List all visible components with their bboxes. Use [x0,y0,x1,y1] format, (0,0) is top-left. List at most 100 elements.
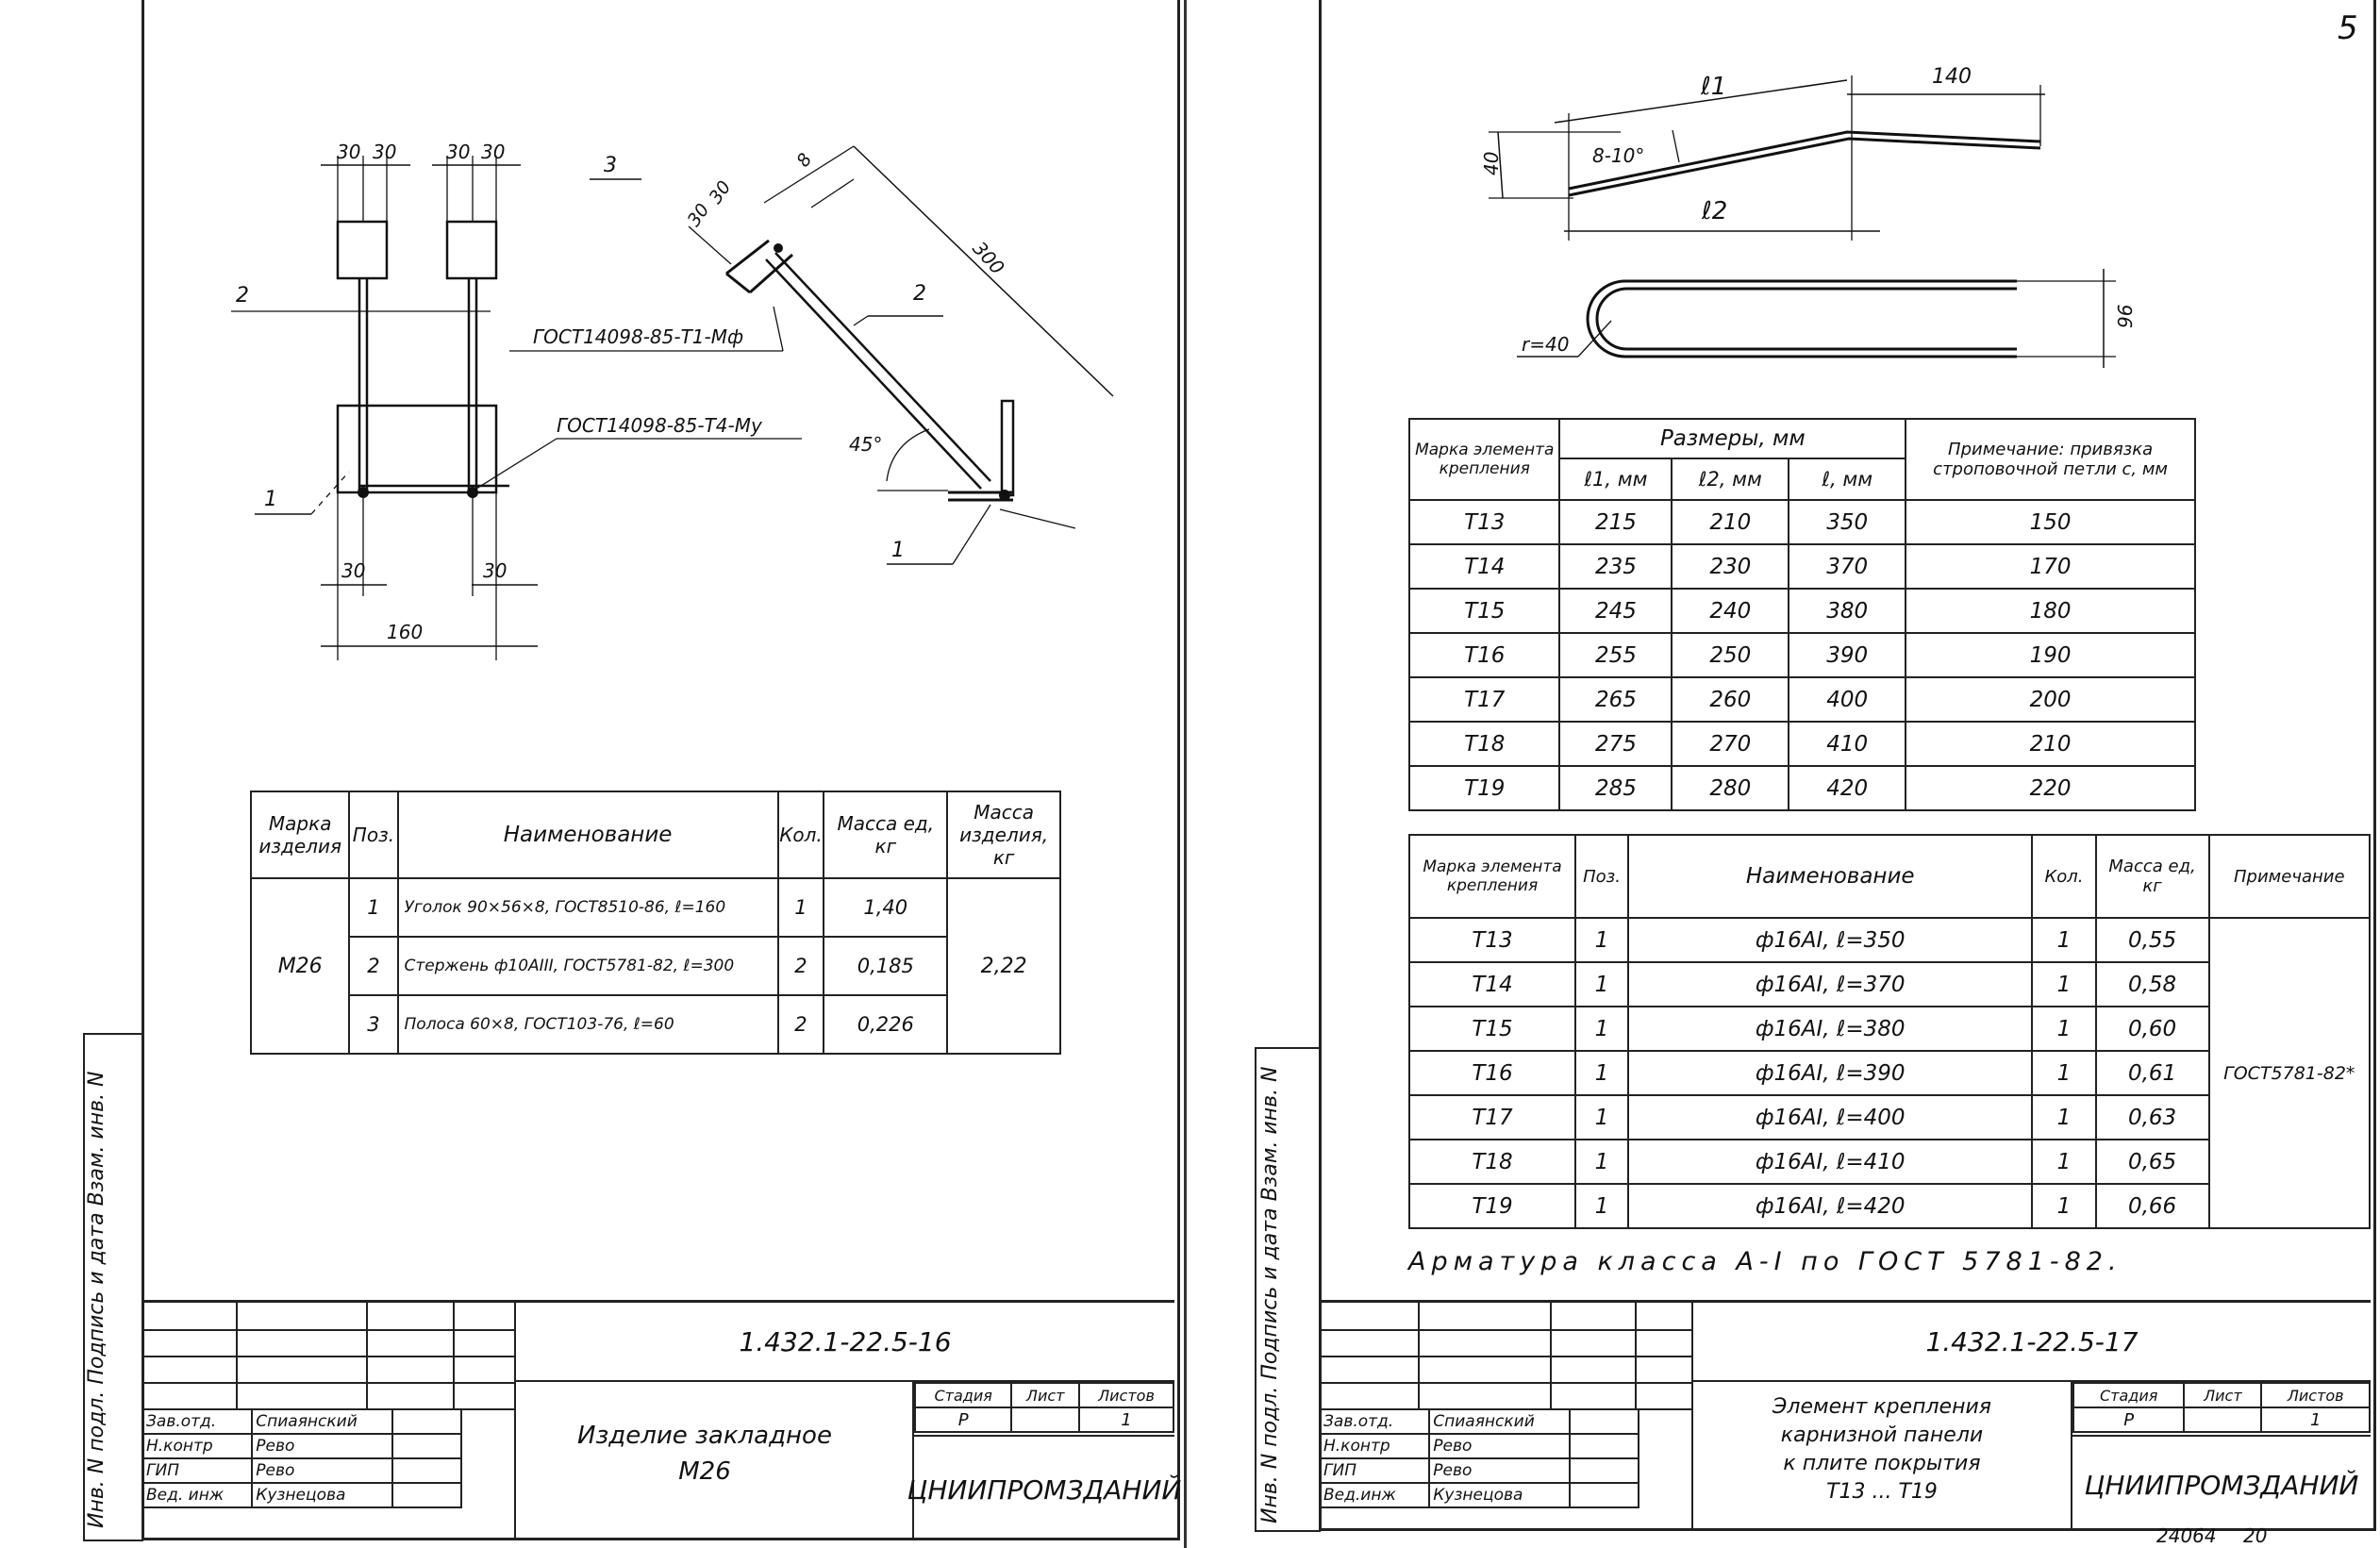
cell-qty: 1 [2031,1006,2097,1052]
item-total-mass: 2,22 [946,877,1061,1055]
cell-mark: Т17 [1407,676,1561,723]
person-role: ГИП [1318,1457,1431,1484]
side-dim-2: 30 [705,177,735,208]
cell-l2: 210 [1671,499,1790,545]
stamp-page: 20 [2243,1524,2268,1547]
cell-name: ф16АI, ℓ=400 [1627,1094,2034,1140]
person-role: Зав.отд. [141,1408,254,1435]
person-role: Вед.инж [1318,1482,1431,1508]
corner-mark: 5 [2338,9,2358,47]
stage-value: Р [2072,1407,2186,1433]
size-table: Марка элемента крепления Размеры, мм При… [1407,418,2196,811]
cell-mass: 0,60 [2094,1006,2210,1052]
cell-mark: Т18 [1407,721,1561,767]
left-title-1: Изделие закладное [577,1422,832,1450]
dim-l2: ℓ2 [1701,197,1727,225]
cell-qty: 1 [2031,1050,2097,1096]
row-name: Стержень ф10АIII, ГОСТ5781-82, ℓ=300 [396,936,779,996]
cell-qty: 1 [2031,1094,2097,1140]
person-name: Рево [1428,1457,1571,1484]
cell-mark: Т13 [1407,917,1577,963]
col-mass: Масса ед, кг [823,791,949,879]
cell-l: 380 [1788,588,1907,634]
cell-c: 210 [1905,721,2196,767]
right-drawing: ℓ1 140 ℓ2 40 8-10° 96 r=40 [1480,65,2137,368]
right-org: ЦНИИПРОМЗДАНИЙ [2072,1435,2371,1533]
left-title-2: М26 [678,1457,731,1486]
side-dim-1: 30 [684,200,714,230]
left-sheet-frame [141,0,1180,1540]
cell-l: 420 [1788,765,1907,811]
pos-label-2: 2 [236,284,249,308]
dim-40: 40 [1480,152,1503,175]
sheet-value [2183,1407,2263,1433]
cell-mark: Т14 [1407,961,1577,1007]
left-side-strip: Инв. N подл. Подпись и дата Взам. инв. N [85,1071,108,1528]
cell-mass: 0,55 [2094,917,2210,963]
cell-c: 200 [1905,676,2196,723]
cell-pos: 1 [1574,1094,1630,1140]
col-qty: Кол. [2031,834,2097,919]
radius-label: r=40 [1522,333,1569,356]
side-dim-3: 8 [792,150,816,172]
pos-label-3: 3 [604,154,617,177]
col-mark: Марка элемента крепления [1407,834,1577,919]
col-mark: Марка изделия [249,791,351,879]
row-name: Уголок 90×56×8, ГОСТ8510-86, ℓ=160 [396,877,779,938]
cell-pos: 1 [1574,1050,1630,1096]
right-title-1: Элемент крепления [1773,1395,1991,1419]
cell-l: 410 [1788,721,1907,767]
pos-label-1: 1 [264,488,277,511]
left-doc-code: 1.432.1-22.5-16 [516,1303,1174,1382]
size-h-sizes: Размеры, мм [1558,418,1907,459]
person-role: Вед. инж [141,1482,254,1508]
left-sheet: Инв. N подл. Подпись и дата Взам. инв. N [0,0,1184,1548]
cell-c: 150 [1905,499,2196,545]
left-org: ЦНИИПРОМЗДАНИЙ [907,1435,1181,1542]
sheets-label: Листов [1078,1382,1174,1408]
person-name: Спиаянский [251,1408,393,1435]
cell-c: 220 [1905,765,2196,811]
col-name: Наименование [1627,834,2034,919]
cell-pos: 1 [1574,1006,1630,1052]
cell-l2: 270 [1671,721,1790,767]
table-row: М26 1 Уголок 90×56×8, ГОСТ8510-86, ℓ=160… [249,877,1061,1055]
right-side-strip: Инв. N подл. Подпись и дата Взам. инв. N [1258,1066,1282,1523]
cell-l2: 240 [1671,588,1790,634]
stamp-number: 24064 [2156,1524,2217,1547]
cell-name: ф16АI, ℓ=350 [1627,917,2034,963]
dim-top-b2: 30 [481,141,505,163]
row-pos: 3 [348,994,399,1055]
side-pos-1: 1 [891,539,905,562]
cell-mark: Т19 [1407,1183,1577,1229]
sheet-divider [1184,0,1187,1548]
cell-l2: 230 [1671,543,1790,590]
cell-mark: Т15 [1407,1006,1577,1052]
cell-pos: 1 [1574,1183,1630,1229]
row-qty: 1 [776,877,825,938]
row-mass: 0,185 [823,936,949,996]
cell-mass: 0,63 [2094,1094,2210,1140]
sheets-value: 1 [2260,1407,2371,1433]
size-h-l: ℓ, мм [1788,458,1907,501]
cell-l1: 265 [1558,676,1673,723]
col-pos: Поз. [1574,834,1630,919]
dim-top-b1: 30 [446,141,470,163]
cell-mark: Т15 [1407,588,1561,634]
left-spec-table: Марка изделия Поз. Наименование Кол. Мас… [249,791,1061,1055]
person-name: Спиаянский [1428,1408,1571,1435]
cell-mark: Т16 [1407,1050,1577,1096]
cell-l: 390 [1788,632,1907,678]
size-h-note: Примечание: привязка строповочной петли … [1905,418,2196,501]
cell-mass: 0,61 [2094,1050,2210,1096]
cell-l2: 260 [1671,676,1790,723]
item-mark: М26 [249,877,351,1055]
size-h-l1: ℓ1, мм [1558,458,1673,501]
